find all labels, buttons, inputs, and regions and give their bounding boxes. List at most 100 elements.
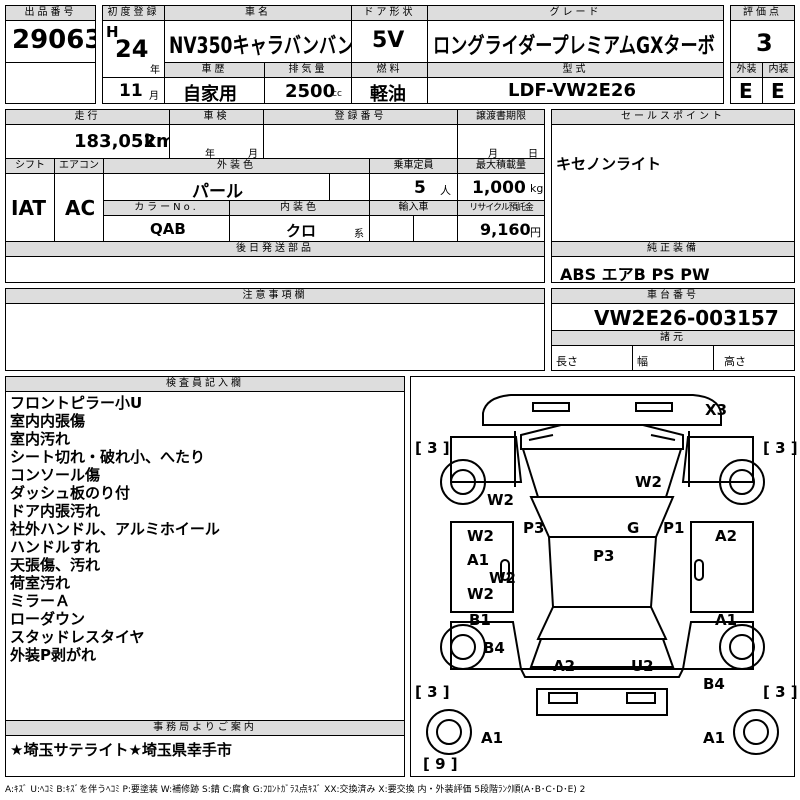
office-cell: ★埼玉サテライト★埼玉県幸手市 [5, 735, 405, 777]
first-reg-header: 初度登録 [102, 5, 165, 21]
tire-front-left: [ 3 ] [415, 439, 450, 457]
car-name-cell: NV350キャラバンバン [164, 20, 352, 63]
shift-header: シフト [5, 158, 55, 174]
reg-month-cell: 11 月 [102, 77, 165, 104]
inspector-note-line: ローダウン [10, 610, 86, 628]
notes-cell [5, 303, 545, 371]
door-cell: 5V [351, 20, 428, 63]
car-name: NV350キャラバンバン [169, 34, 352, 59]
inspection-month-unit: 月 [248, 149, 258, 159]
mark-w2-left-door: W2 [467, 527, 494, 545]
history-value: 自家用 [183, 84, 237, 104]
office-value: ★埼玉サテライト★埼玉県幸手市 [10, 741, 232, 759]
mark-g-windshield: G [627, 519, 640, 537]
year-unit: 年 [150, 65, 160, 76]
int-color-header: 内装色 [229, 200, 370, 216]
mark-b4-right: B4 [703, 675, 725, 693]
inspector-note-line: コンソール傷 [10, 466, 101, 484]
sales-point-value: キセノンライト [556, 155, 662, 173]
inspection-cell: 年 月 [169, 124, 264, 159]
import-cell-b [413, 215, 458, 242]
mark-w2-left-rear: W2 [467, 585, 494, 603]
exterior-header: 外装 [730, 62, 763, 78]
month-unit: 月 [149, 91, 159, 102]
grade-value: ロングライダープレミアムGXターボ [433, 34, 715, 59]
shift-value: IAT [11, 196, 47, 220]
score-header: 評価点 [730, 5, 795, 21]
exterior-value: E [739, 79, 753, 103]
mark-b4-left: B4 [483, 639, 505, 657]
later-parts-cell [5, 256, 545, 283]
door-header: ドア形状 [351, 5, 428, 21]
recycle-value: 9,160 [480, 220, 531, 239]
fuel-value: 軽油 [370, 84, 406, 104]
width-label: 幅 [637, 355, 648, 368]
car-name-header: 車名 [164, 5, 352, 21]
score-value: 3 [756, 29, 773, 57]
transfer-month-unit: 月 [488, 149, 498, 159]
door-value: 5V [372, 28, 405, 53]
inspector-note-line: 荷室汚れ [10, 574, 71, 592]
plate-header: 登録番号 [263, 109, 458, 125]
color-no-header: カラーNo. [103, 200, 230, 216]
car-diagram: [ 3 ] [ 3 ] [ 3 ] [ 3 ] [ 9 ] X3 W2 W2 P… [410, 376, 798, 777]
recycle-cell: 9,160 円 [457, 215, 545, 242]
color-no-value: QAB [150, 220, 186, 238]
history-header: 車歴 [164, 62, 265, 78]
height-label: 高さ [724, 355, 746, 368]
mark-a1-bottom-left: A1 [481, 729, 504, 747]
specs-header: 諸元 [551, 330, 795, 346]
equipment-value: ABS エアB PS PW [560, 265, 710, 283]
capacity-header: 乗車定員 [369, 158, 458, 174]
max-load-header: 最大積載量 [457, 158, 545, 174]
sales-point-cell: キセノンライト [551, 124, 795, 242]
inspector-note-line: ダッシュ板のり付 [10, 484, 131, 502]
first-reg-cell: H 24 年 [102, 20, 165, 78]
ext-color-blank [329, 173, 370, 201]
mark-a1-left-door: A1 [467, 551, 490, 569]
lot-no-blank [5, 62, 96, 104]
mark-w2-left-mid: W2 [489, 569, 516, 587]
fuel-cell: 軽油 [351, 77, 428, 104]
car-outline [426, 394, 779, 755]
reg-year: 24 [115, 35, 149, 63]
reg-month: 11 [119, 81, 143, 101]
transfer-cell: 月 日 [457, 124, 545, 159]
mark-p3-left: P3 [523, 519, 545, 537]
mark-b1-left: B1 [469, 611, 491, 629]
equipment-cell: ABS エアB PS PW [551, 256, 795, 283]
aircon-value: AC [65, 196, 96, 220]
max-load-value: 1,000 [472, 178, 526, 198]
inspector-note-line: 室内汚れ [10, 430, 71, 448]
inspector-note-line: ミラーＡ [10, 592, 71, 610]
mark-u2-rear: U2 [631, 657, 654, 675]
max-load-unit: kg [530, 182, 544, 195]
height-cell: 高さ [713, 345, 795, 371]
int-color-value: クロ [286, 222, 317, 240]
score-cell: 3 [730, 20, 795, 63]
inspector-note-line: 天張傷、汚れ [10, 556, 101, 574]
mileage-unit: km [144, 131, 169, 152]
capacity-unit: 人 [440, 184, 451, 197]
inspector-note-line: ハンドルすれ [10, 538, 101, 556]
inspector-note-line: 外装P剥がれ [10, 646, 96, 664]
mark-p1-right: P1 [663, 519, 685, 537]
interior-cell: E [762, 77, 795, 104]
fuel-header: 燃料 [351, 62, 428, 78]
max-load-cell: 1,000 kg [457, 173, 545, 201]
color-no-cell: QAB [103, 215, 230, 242]
lot-no-header: 出品番号 [5, 5, 96, 21]
mark-x3: X3 [705, 401, 728, 419]
tire-rear-left: [ 3 ] [415, 683, 450, 701]
chassis-cell: VW2E26-003157 [551, 303, 795, 331]
exterior-cell: E [730, 77, 763, 104]
mark-p3-roof: P3 [593, 547, 615, 565]
inspector-header: 検査員記入欄 [5, 376, 405, 392]
chassis-header: 車台番号 [551, 288, 795, 304]
tire-rear-right: [ 3 ] [763, 683, 798, 701]
inspector-note-line: ドア内張汚れ [10, 502, 101, 520]
inspection-header: 車検 [169, 109, 264, 125]
aircon-cell: AC [54, 173, 104, 242]
mileage-header: 走行 [5, 109, 170, 125]
legend: A:ｷｽﾞ U:ﾍｺﾐ B:ｷｽﾞを伴うﾍｺﾐ P:要塗装 W:補修跡 S:錆 … [5, 785, 586, 795]
